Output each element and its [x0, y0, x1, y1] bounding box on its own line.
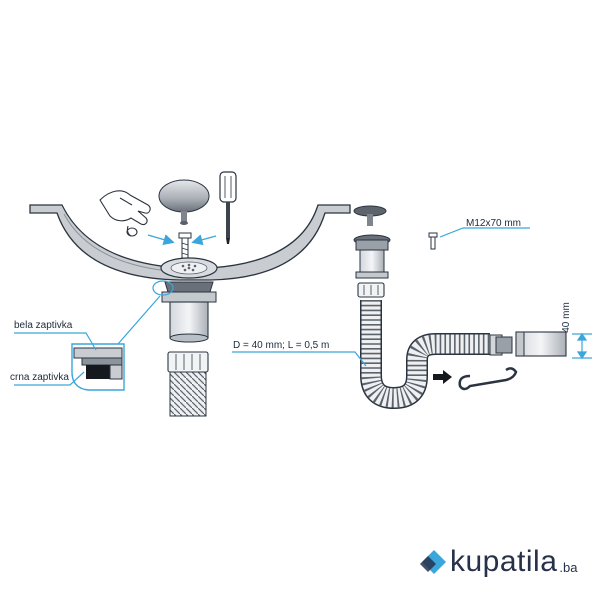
strainer-cap-icon — [158, 179, 210, 225]
bela-leader — [14, 332, 97, 351]
crna-zaptivka-label: crna zaptivka — [10, 372, 69, 383]
arrow-right — [191, 234, 217, 246]
left-nut — [167, 351, 209, 373]
flexible-pipe — [360, 300, 490, 410]
right-cap-icon — [353, 205, 387, 226]
pipe-spec-label: D = 40 mm; L = 0,5 m — [233, 340, 330, 351]
logo-domain: .ba — [559, 559, 578, 575]
screw-leader — [439, 227, 530, 238]
right-strainer — [353, 234, 391, 279]
zoom-leader — [117, 295, 161, 345]
gasket-detail — [71, 343, 125, 391]
bela-zaptivka-label: bela zaptivka — [14, 320, 73, 331]
screw-size-label: M12x70 mm — [466, 218, 522, 229]
pipe-leader — [232, 351, 367, 367]
s-hook-icon — [458, 367, 518, 391]
height-label: 40 mm — [560, 302, 572, 333]
pipe-end-fitting — [489, 334, 513, 356]
strainer-body — [160, 257, 218, 343]
logo-mark-icon — [420, 550, 446, 574]
right-nut — [357, 282, 385, 298]
left-corrugated-pipe — [169, 371, 207, 417]
brand-logo: kupatila .ba — [424, 542, 577, 582]
arrow-right-icon — [433, 370, 452, 384]
arrow-left — [147, 234, 175, 246]
screw-icon — [428, 232, 438, 250]
screwdriver-icon — [219, 171, 237, 244]
height-dimension — [572, 332, 592, 360]
bolt-icon — [178, 232, 192, 259]
adapter-piece — [515, 331, 567, 357]
zoom-marker — [152, 280, 174, 296]
crna-leader — [14, 371, 85, 386]
hand-icon — [99, 190, 151, 237]
logo-text: kupatila — [450, 545, 558, 578]
